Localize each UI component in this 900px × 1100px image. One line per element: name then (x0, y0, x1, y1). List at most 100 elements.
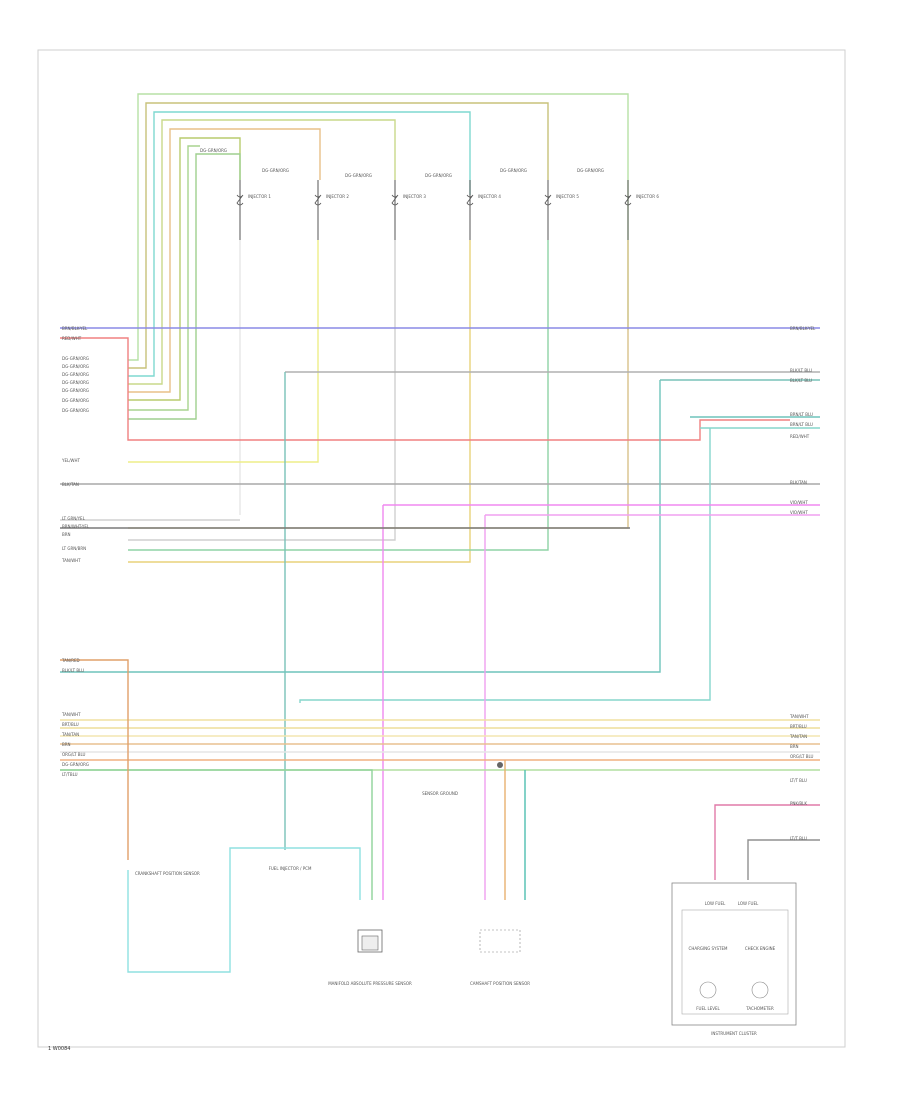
injector-feed-wire (128, 153, 241, 420)
right-wire-label: TAN/TAN (789, 734, 807, 739)
injector-feed-wire (128, 137, 241, 401)
right-wire-label: BRN (790, 744, 799, 749)
injector-feed-label: DG-GRN/ORG (262, 168, 289, 173)
cluster-feed-gray (747, 839, 820, 880)
injector-label: INJECTOR 3 (403, 194, 426, 199)
left-wire-label: BLK/TAN (62, 482, 79, 487)
crankshaft-sensor-label: CRANKSHAFT POSITION SENSOR (135, 871, 200, 876)
injector-coil (466, 194, 474, 206)
injector-feed-label: DG-GRN/ORG (577, 168, 604, 173)
label-layer: BRN/BLK-YEL RED/WHT DG-GRN/ORG DG-GRN/ORG DG… (61, 148, 816, 1036)
injector-coil (236, 194, 244, 206)
left-wire-label: DG-GRN/ORG (62, 364, 89, 369)
right-wire-label: BLK/LT BLU (790, 368, 812, 373)
left-wire-label: RED/WHT (62, 336, 82, 341)
map-sensor-connector (357, 929, 383, 953)
right-wire-label: LT/T BLU (790, 778, 807, 783)
bus-wire-teal (60, 380, 661, 673)
injector-feed-wire (128, 128, 321, 393)
instrument-cluster (671, 882, 797, 1026)
left-wire-label: LT GRN/BRN (62, 546, 86, 551)
diagram-code: 1 W0084 (48, 1046, 70, 1052)
right-wire-label: PNK/BLK (790, 801, 807, 806)
left-wire-label: BRN (62, 532, 71, 537)
left-wire-label: BRN/BLK-YEL (62, 326, 88, 331)
injector-coil (544, 194, 552, 206)
injector-coil (624, 194, 632, 206)
right-wire-label: TAN/WHT (789, 714, 809, 719)
left-wire-label: TAN/TAN (61, 732, 79, 737)
left-wire-label: DG-GRN/ORG (62, 380, 89, 385)
instrument-cluster-inner (681, 909, 789, 1015)
injector-feed-wire (128, 111, 471, 377)
injector-output-wire (128, 240, 396, 541)
cluster-low-fuel-left-label: LOW FUEL (705, 901, 726, 906)
injector-feed-label: DG-GRN/ORG (200, 148, 227, 153)
left-wire-label: LT GRN/YEL (62, 516, 86, 521)
camshaft-sensor-box (479, 929, 521, 953)
right-wire-label: VIO/WHT (790, 510, 808, 515)
left-wire-label: TAN/WHT (61, 712, 81, 717)
diagram-frame (37, 49, 846, 1048)
injector-feed-label: DG-GRN/ORG (425, 173, 452, 178)
sensor-ground-splice (497, 762, 503, 768)
left-wire-label: BRN/WHT-YEL (62, 524, 90, 529)
left-wire-label: DG-GRN/ORG (62, 372, 89, 377)
cluster-tachometer-label: TACHOMETER (745, 1006, 774, 1011)
sensor-ground-loop (127, 847, 361, 973)
right-wire-label: BRN/LT BLU (790, 412, 813, 417)
injector-label: INJECTOR 6 (636, 194, 659, 199)
cluster-charging-label: CHARGING SYSTEM (689, 946, 728, 951)
lower-wire-orange (60, 659, 129, 860)
left-wire-label: DG-GRN/ORG (62, 408, 89, 413)
map-sensor-body (361, 935, 379, 951)
left-wire-label: YEL/WHT (61, 458, 81, 463)
right-wire-label: VIO/WHT (790, 500, 808, 505)
right-wire-label: ORG/LT BLU (790, 754, 814, 759)
left-wire-label: TAN/WHT (61, 558, 81, 563)
injector-feed-label: DG-GRN/ORG (345, 173, 372, 178)
sensor-ground-label: SENSOR GROUND (422, 791, 458, 796)
bus-wire-red (60, 337, 790, 441)
right-wire-label: BRN/LT BLU (790, 422, 813, 427)
cluster-fuel-level-label: FUEL LEVEL (696, 1006, 720, 1011)
component-layer (236, 180, 797, 1026)
wire-layer (60, 93, 820, 973)
injector-feed-wire (128, 93, 629, 361)
injector-label: INJECTOR 5 (556, 194, 579, 199)
injector-coil (314, 194, 322, 206)
left-wire-label: DG-GRN/ORG (62, 388, 89, 393)
injector-output-wire (128, 240, 549, 551)
injector-coil (391, 194, 399, 206)
injector-feed-label: DG-GRN/ORG (500, 168, 527, 173)
pcm-label: FUEL INJECTOR / PCM (269, 866, 312, 871)
fuel-gauge-icon (699, 981, 717, 999)
injector-label: INJECTOR 2 (326, 194, 349, 199)
bus-wire-teal (299, 428, 711, 703)
left-wire-label: BRT/BLU (62, 722, 79, 727)
injector-label: INJECTOR 4 (478, 194, 501, 199)
left-wire-label: LT/TBLU (62, 772, 78, 777)
right-wire-label: RED/WHT (790, 434, 810, 439)
left-wire-label: BLK/LT BLU (62, 668, 84, 673)
injector-label: INJECTOR 1 (248, 194, 271, 199)
injector-output-wire (128, 240, 471, 563)
map-sensor-label: MANIFOLD ABSOLUTE PRESSURE SENSOR (328, 981, 412, 986)
right-wire-label: BLK/TAN (790, 480, 807, 485)
right-wire-label: BRT/BLU (790, 724, 807, 729)
injector-feed-wire (128, 145, 200, 411)
injector-feed-wire (128, 119, 396, 385)
right-wire-label: LT/T BLU (790, 836, 807, 841)
left-wire-label: DG-GRN/ORG (62, 762, 89, 767)
cluster-low-fuel-right-label: LOW FUEL (738, 901, 759, 906)
right-wire-label: BLK/LT BLU (790, 378, 812, 383)
tachometer-icon (751, 981, 769, 999)
injector-feed-wire (128, 102, 549, 369)
left-wire-label: BRN (62, 742, 71, 747)
right-wire-label: BRN/BLK-YEL (790, 326, 816, 331)
left-wire-label: DG-GRN/ORG (62, 398, 89, 403)
cluster-feed-pink (714, 804, 820, 880)
left-wire-label: ORG/LT BLU (62, 752, 86, 757)
camshaft-sensor-label: CAMSHAFT POSITION SENSOR (470, 981, 530, 986)
